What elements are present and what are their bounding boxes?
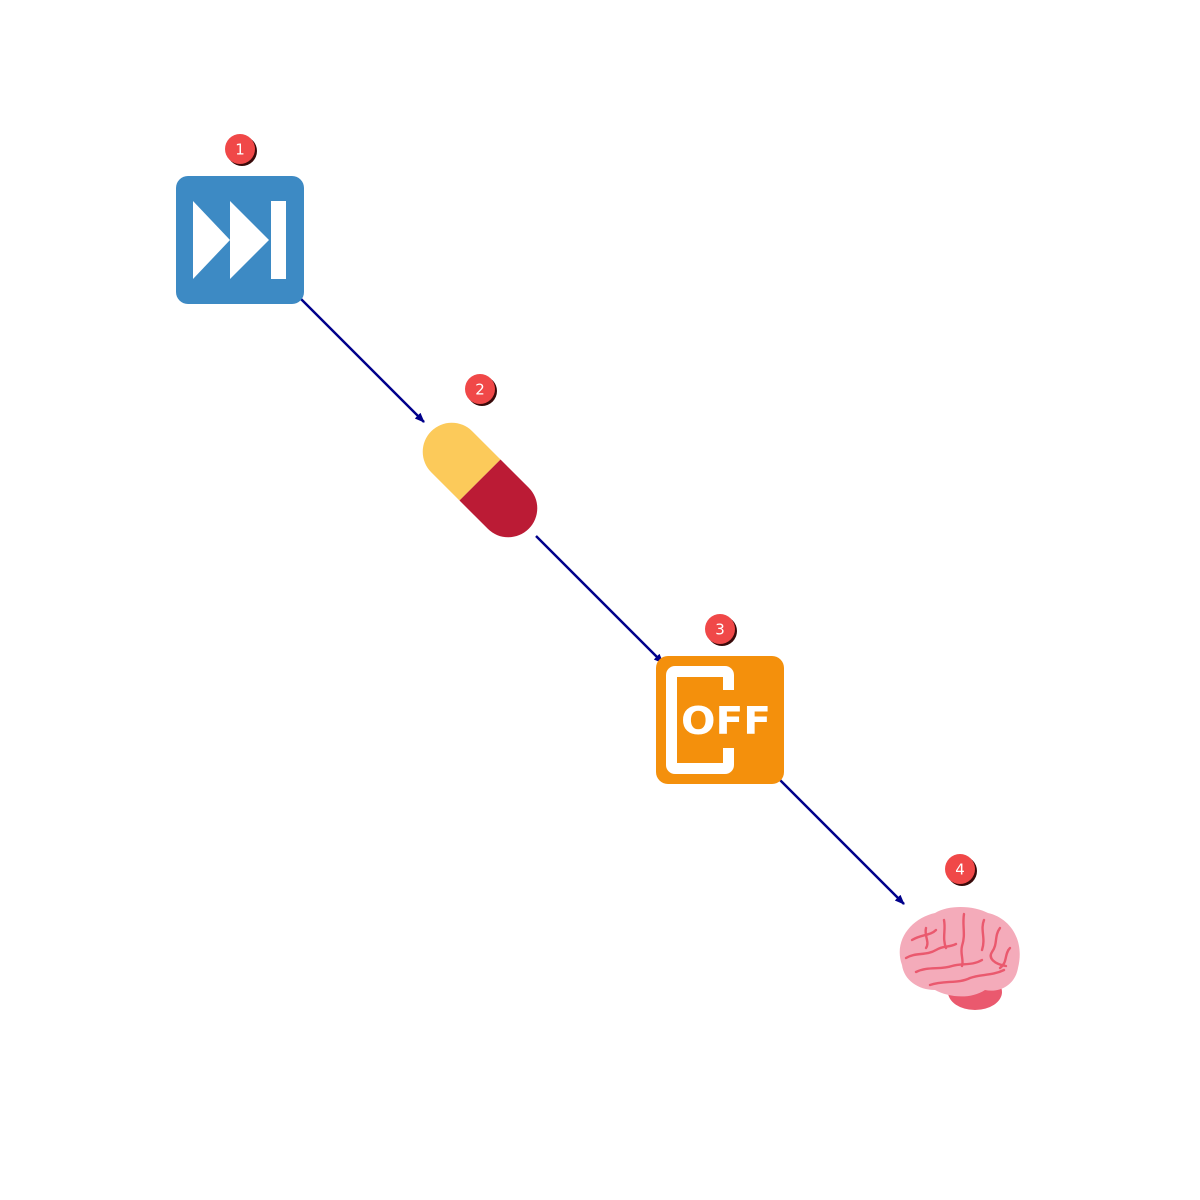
step-4-node: 4 <box>899 854 1020 1010</box>
brain-icon <box>899 906 1020 1010</box>
capsule-pill-icon <box>422 422 538 538</box>
step-badge: 2 <box>465 374 497 406</box>
step-badge: 1 <box>225 134 257 166</box>
step-badge: 4 <box>945 854 977 886</box>
step-3-node: OFF 3 <box>656 614 784 784</box>
step-1-node: 1 <box>176 134 304 304</box>
connector-3-4 <box>778 778 905 905</box>
connector-1-2 <box>299 297 425 423</box>
phone-off-label: OFF <box>681 699 771 743</box>
step-badge-label: 3 <box>715 621 725 639</box>
step-badge-label: 2 <box>475 381 485 399</box>
step-2-node: 2 <box>422 374 538 538</box>
step-badge-label: 1 <box>235 141 245 159</box>
step-badge: 3 <box>705 614 737 646</box>
step-badge-label: 4 <box>955 861 965 879</box>
mobile-phone-off-icon: OFF <box>656 656 784 784</box>
fast-forward-icon <box>176 176 304 304</box>
connector-2-3 <box>535 535 664 664</box>
